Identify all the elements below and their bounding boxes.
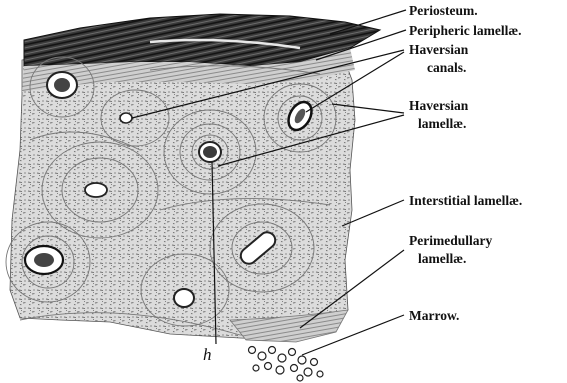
- label-perimedullary-line1: Perimedullary: [409, 233, 492, 248]
- label-interstitial-lamellae: Interstitial lamellæ.: [409, 193, 522, 208]
- canal-2: [120, 113, 132, 123]
- label-perimedullary-line2: lamellæ.: [418, 251, 466, 266]
- label-haversian-canals-line1: Haversian: [409, 42, 469, 57]
- canal-8: [174, 289, 194, 307]
- label-marrow: Marrow.: [409, 308, 459, 323]
- label-peripheric-lamellae: Peripheric lamellæ.: [409, 23, 521, 38]
- label-haversian-lamellae-line1: Haversian: [409, 98, 469, 113]
- label-haversian-lamellae-line2: lamellæ.: [418, 116, 466, 131]
- label-periosteum: Periosteum.: [409, 3, 478, 18]
- label-h: h: [203, 345, 212, 364]
- label-haversian-canals-line2: canals.: [427, 60, 466, 75]
- canal-5: [85, 183, 107, 197]
